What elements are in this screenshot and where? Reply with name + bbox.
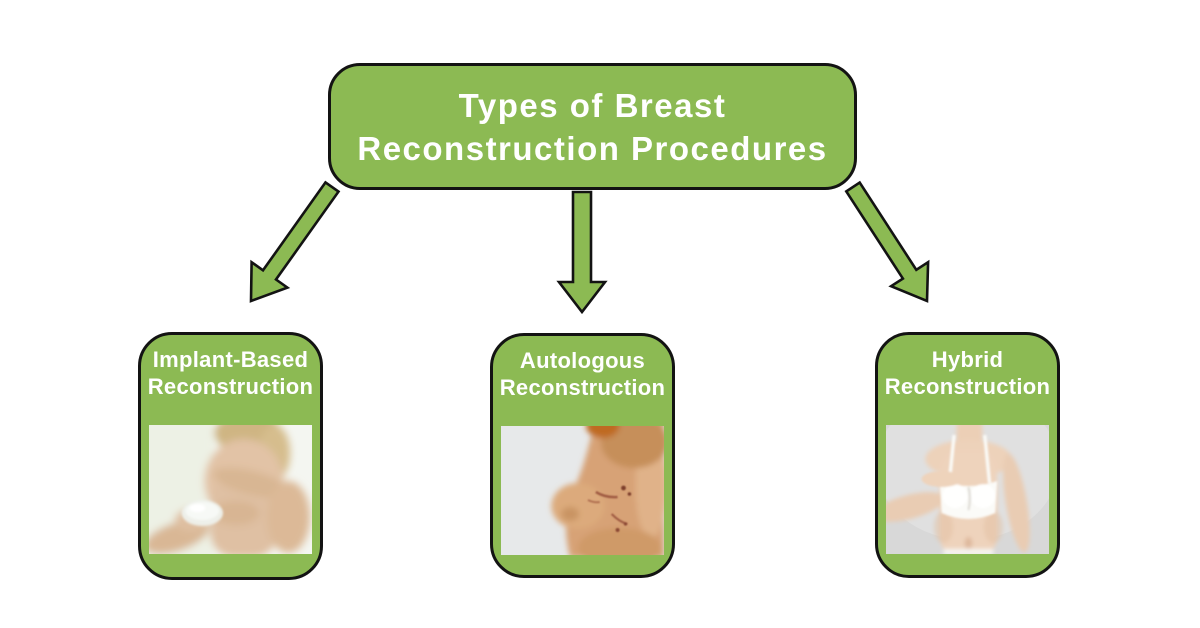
node-implant-based: Implant-Based Reconstruction	[138, 332, 323, 580]
node-autologous: Autologous Reconstruction	[490, 333, 675, 578]
node-implant-label-line-1: Implant-Based	[152, 347, 309, 372]
node-hybrid-label-line-2: Reconstruction	[884, 374, 1051, 399]
node-autologous-label-line-2: Reconstruction	[499, 375, 666, 400]
arrow-to-implant-based	[249, 180, 341, 303]
node-hybrid: Hybrid Reconstruction	[875, 332, 1060, 578]
node-hybrid-label-line-1: Hybrid	[931, 347, 1004, 372]
title-node: Types of Breast Reconstruction Procedure…	[328, 63, 857, 190]
node-implant-label-line-2: Reconstruction	[147, 374, 314, 399]
title-line-1: Types of Breast	[458, 86, 727, 124]
node-autologous-label-line-1: Autologous	[519, 348, 646, 373]
arrow-to-autologous	[556, 190, 608, 315]
photo-woman-holding-breast-implant	[149, 425, 312, 554]
arrow-to-hybrid	[844, 180, 930, 303]
photo-reconstructed-breast-profile-with-scars	[501, 426, 664, 555]
title-line-2: Reconstruction Procedures	[357, 129, 828, 167]
photo-woman-in-white-bra-touching-chest	[886, 425, 1049, 554]
